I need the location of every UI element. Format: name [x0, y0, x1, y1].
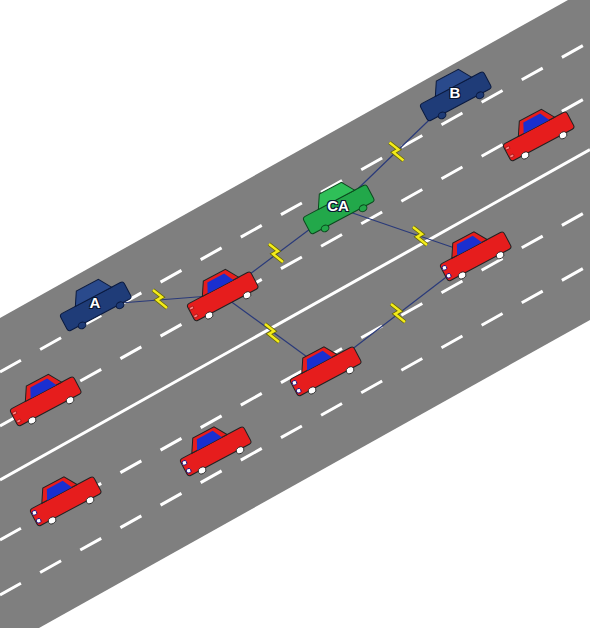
radio-link: [355, 111, 439, 192]
vehicle-node: B: [410, 65, 500, 125]
vehicle-node: CA: [293, 178, 383, 238]
vehicle-node: A: [50, 275, 140, 335]
vehicle-label: A: [90, 295, 101, 310]
vehicle-label: CA: [327, 198, 349, 213]
vehicle-label: B: [450, 85, 461, 100]
